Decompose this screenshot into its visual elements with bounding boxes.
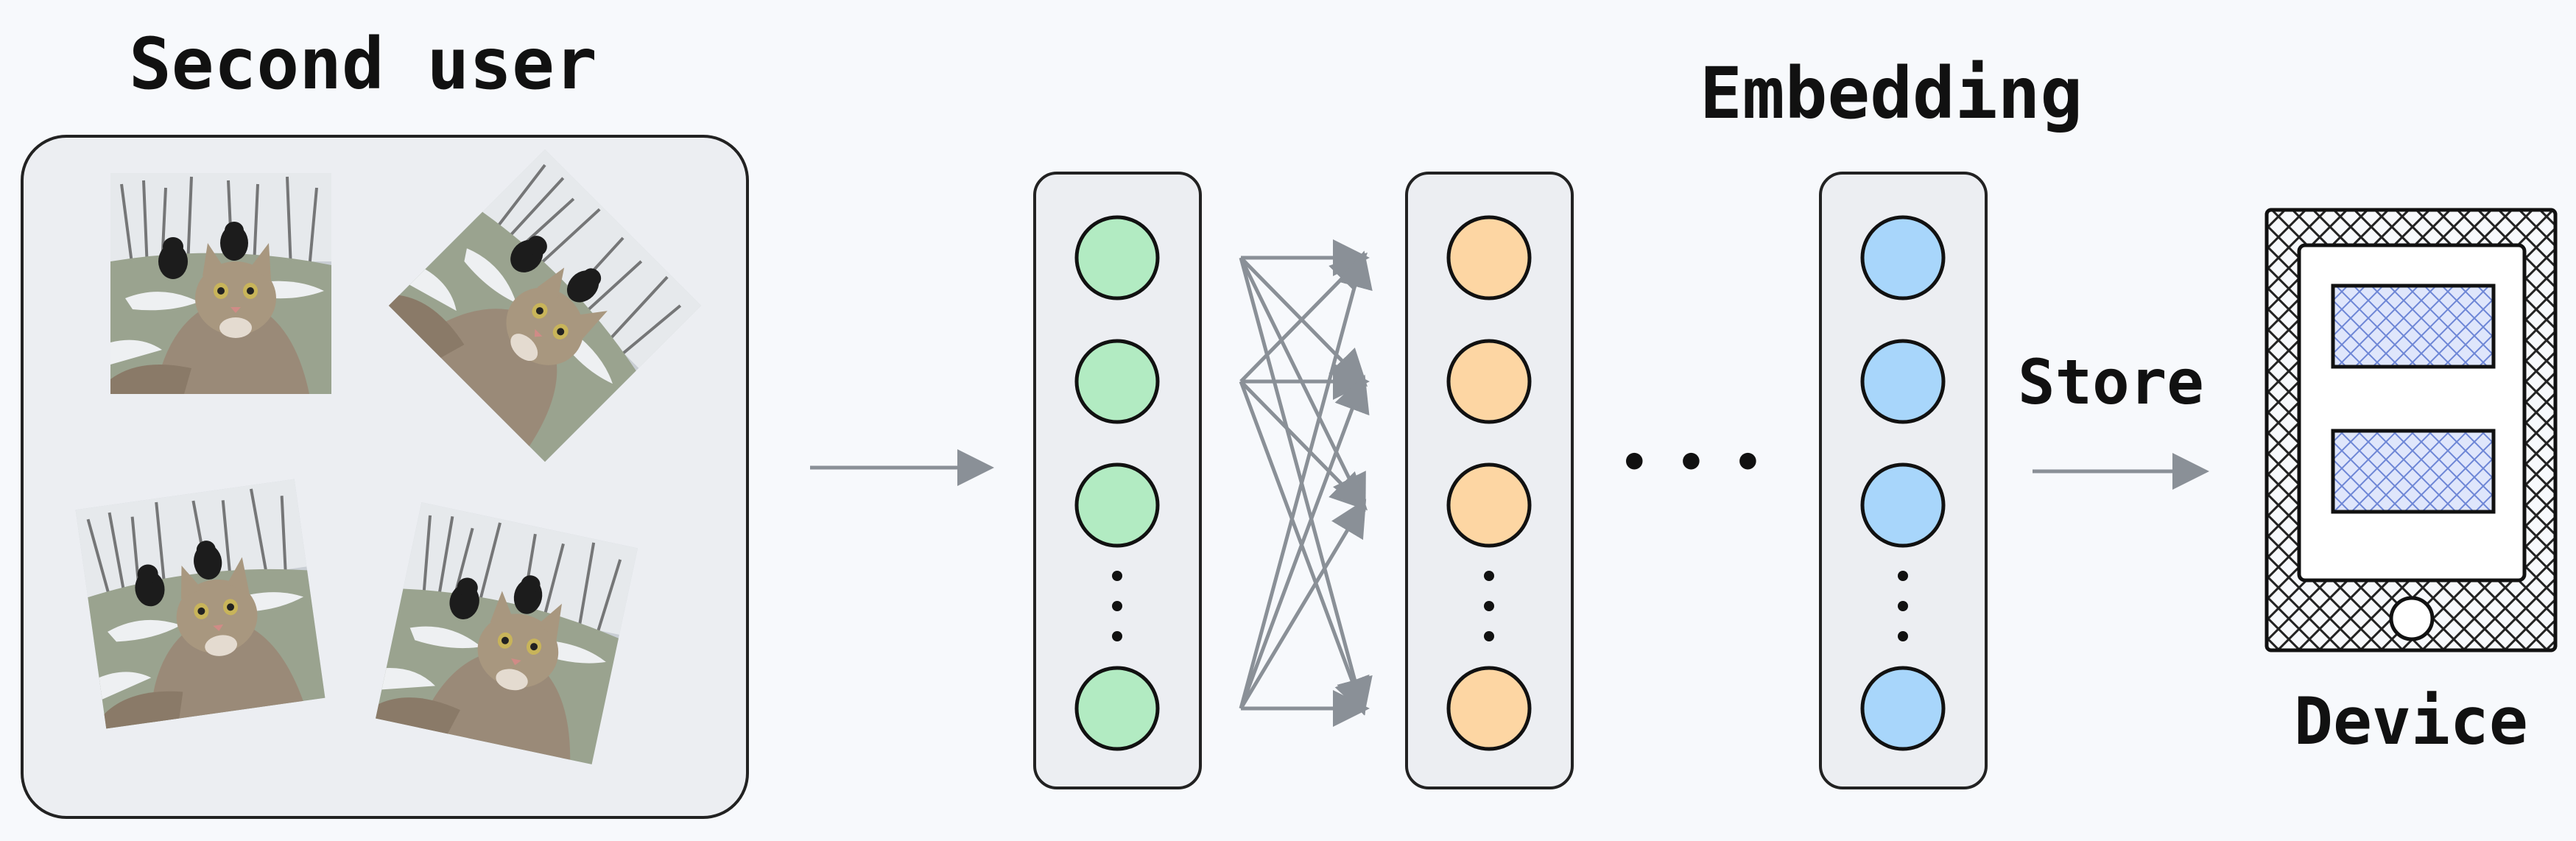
- layer-1-node: [1074, 215, 1160, 300]
- layer-2-node: [1446, 462, 1532, 548]
- photo-3: [74, 477, 327, 731]
- fully-connected-arrows: [1239, 239, 1373, 727]
- layer-1-node: [1074, 666, 1160, 751]
- layer-ellipsis: • • •: [1620, 436, 1762, 490]
- layer-2-node: [1446, 339, 1532, 424]
- second-user-title: Second user: [129, 23, 597, 105]
- embedding-layer: [1819, 172, 1988, 789]
- vertical-ellipsis-dot: [1484, 571, 1494, 581]
- vertical-ellipsis-dot: [1898, 631, 1908, 641]
- embedding-node: [1860, 462, 1946, 548]
- layer-2-node: [1446, 666, 1532, 751]
- device-label: Device: [2294, 683, 2528, 759]
- vertical-ellipsis-dot: [1484, 601, 1494, 611]
- layer-2-node: [1446, 215, 1532, 300]
- layer-2: [1405, 172, 1574, 789]
- vertical-ellipsis-dot: [1898, 571, 1908, 581]
- photo-1: [109, 172, 333, 395]
- photo-4: [374, 501, 639, 766]
- device-home-button: [2389, 596, 2435, 641]
- stored-embedding-block: [2331, 429, 2496, 514]
- vertical-ellipsis-dot: [1112, 631, 1122, 641]
- vertical-ellipsis-dot: [1898, 601, 1908, 611]
- embedding-node: [1860, 215, 1946, 300]
- embedding-node: [1860, 339, 1946, 424]
- layer-1-node: [1074, 462, 1160, 548]
- layer-1-node: [1074, 339, 1160, 424]
- vertical-ellipsis-dot: [1484, 631, 1494, 641]
- layer-1: [1033, 172, 1202, 789]
- vertical-ellipsis-dot: [1112, 601, 1122, 611]
- device-icon: [2264, 208, 2558, 652]
- stored-embedding-block: [2331, 284, 2496, 369]
- embedding-title: Embedding: [1700, 52, 2083, 135]
- vertical-ellipsis-dot: [1112, 571, 1122, 581]
- embedding-node: [1860, 666, 1946, 751]
- store-label: Store: [2018, 346, 2204, 418]
